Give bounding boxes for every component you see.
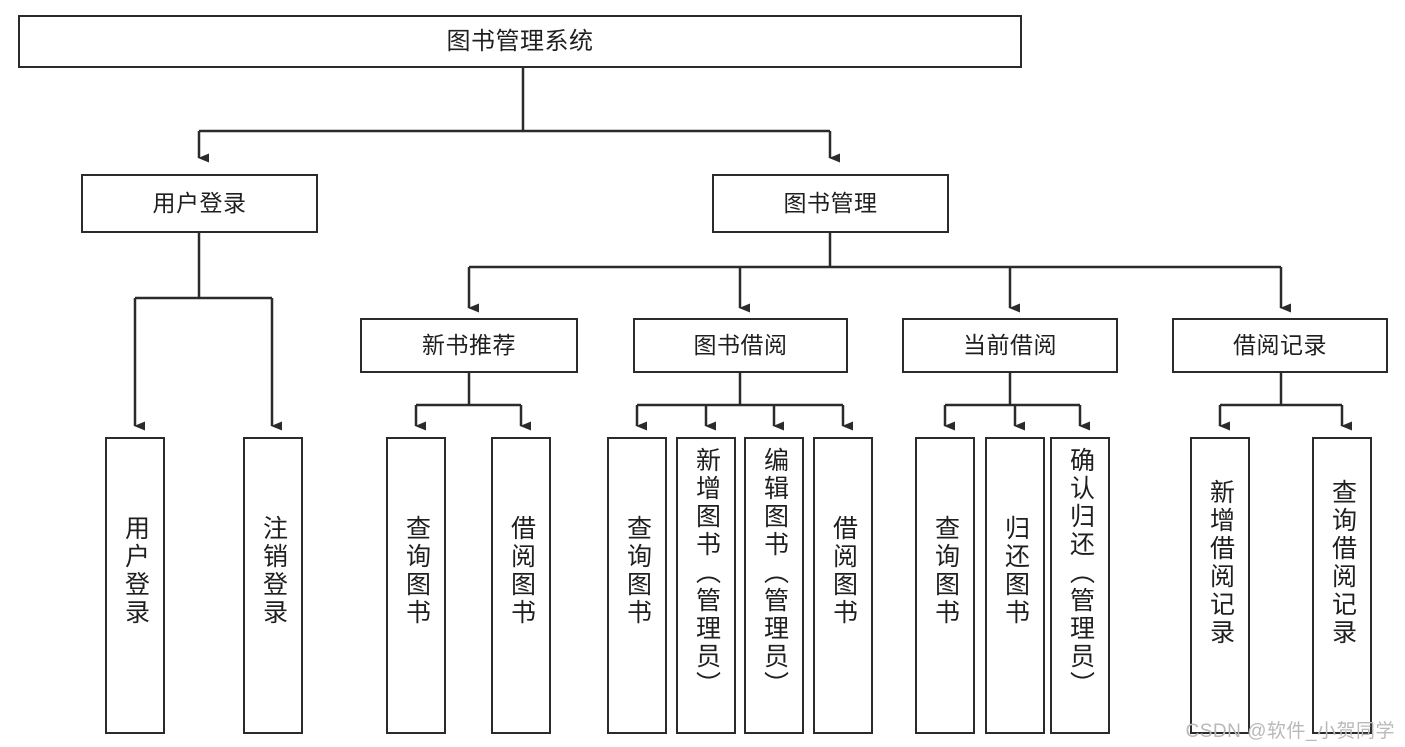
node-label: 新书推荐 xyxy=(422,332,516,359)
csdn-watermark: CSDN @软件_小贺同学 xyxy=(1185,721,1395,742)
node-label: 用户登录 xyxy=(121,515,150,627)
node-label: 借阅图书 xyxy=(829,515,858,627)
node-label: 图书借阅 xyxy=(693,332,788,359)
node-label: 借阅记录 xyxy=(1233,332,1327,359)
node-leaf-add-record[interactable]: 新增借阅记录 xyxy=(1190,437,1250,734)
node-label: 查询图书 xyxy=(402,515,431,627)
node-leaf-query-book-2[interactable]: 查询图书 xyxy=(607,437,667,734)
node-label: 确认归还（管理员） xyxy=(1066,447,1095,699)
node-leaf-confirm-return[interactable]: 确认归还（管理员） xyxy=(1050,437,1110,734)
node-leaf-edit-book[interactable]: 编辑图书（管理员） xyxy=(744,437,804,734)
node-label: 当前借阅 xyxy=(963,332,1057,359)
node-label: 新增图书（管理员） xyxy=(692,447,721,699)
node-label: 新增借阅记录 xyxy=(1206,479,1235,647)
node-label: 借阅图书 xyxy=(507,515,536,627)
node-label: 注销登录 xyxy=(259,515,288,627)
node-leaf-add-book[interactable]: 新增图书（管理员） xyxy=(676,437,736,734)
node-root-system[interactable]: 图书管理系统 xyxy=(18,15,1022,68)
node-label: 归还图书 xyxy=(1001,515,1030,627)
node-label: 查询借阅记录 xyxy=(1328,479,1357,647)
node-label: 查询图书 xyxy=(931,515,960,627)
node-user-login[interactable]: 用户登录 xyxy=(81,174,318,233)
node-leaf-query-book-1[interactable]: 查询图书 xyxy=(386,437,446,734)
node-current-borrow[interactable]: 当前借阅 xyxy=(902,318,1118,373)
node-leaf-query-record[interactable]: 查询借阅记录 xyxy=(1312,437,1372,734)
node-borrow-record[interactable]: 借阅记录 xyxy=(1172,318,1388,373)
node-label: 图书管理 xyxy=(783,190,878,217)
node-leaf-query-book-3[interactable]: 查询图书 xyxy=(915,437,975,734)
node-leaf-user-logout[interactable]: 注销登录 xyxy=(243,437,303,734)
node-label: 用户登录 xyxy=(152,190,247,217)
node-new-book-recommend[interactable]: 新书推荐 xyxy=(360,318,578,373)
node-book-manage[interactable]: 图书管理 xyxy=(712,174,949,233)
node-label: 编辑图书（管理员） xyxy=(760,447,789,699)
node-leaf-borrow-book-2[interactable]: 借阅图书 xyxy=(813,437,873,734)
node-label: 查询图书 xyxy=(623,515,652,627)
node-leaf-return-book[interactable]: 归还图书 xyxy=(985,437,1045,734)
node-label: 图书管理系统 xyxy=(446,27,594,55)
node-book-borrow[interactable]: 图书借阅 xyxy=(633,318,848,373)
node-leaf-user-login[interactable]: 用户登录 xyxy=(105,437,165,734)
node-leaf-borrow-book-1[interactable]: 借阅图书 xyxy=(491,437,551,734)
